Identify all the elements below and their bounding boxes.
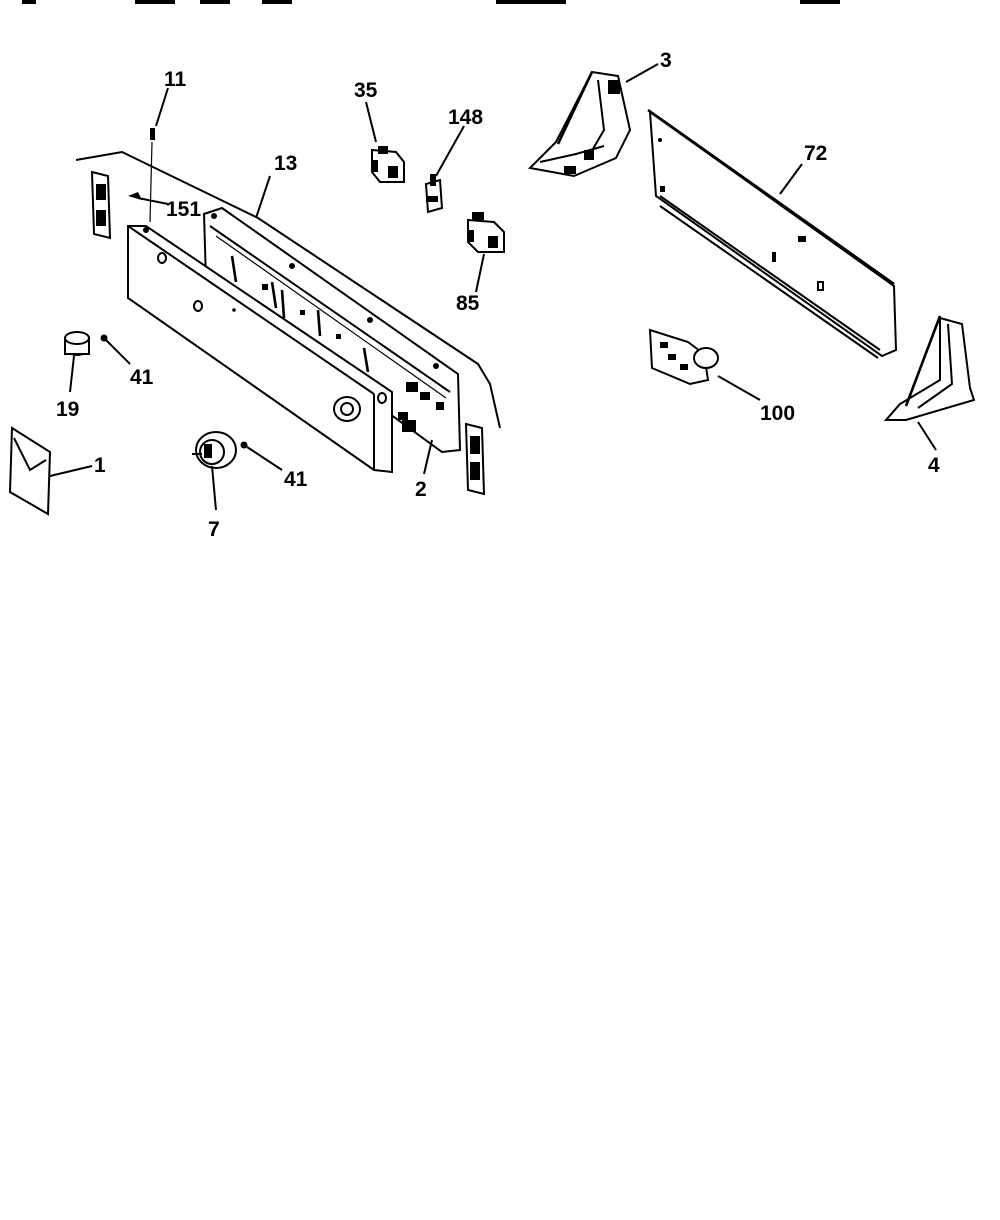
part-148-part <box>424 125 465 214</box>
console-housing-outline <box>75 150 501 496</box>
label-148: 148 <box>448 106 483 129</box>
part-labels: 1 2 3 4 7 11 13 19 35 41 41 72 85 100 14… <box>56 49 940 541</box>
label-11: 11 <box>164 68 187 91</box>
part-41-clip-right <box>240 441 283 471</box>
part-19-knob <box>64 331 90 393</box>
label-85: 85 <box>456 292 480 315</box>
part-35-switch <box>365 101 405 183</box>
part-4-end-cap <box>883 315 976 451</box>
label-4: 4 <box>928 454 940 477</box>
front-console-panel <box>127 225 393 474</box>
label-35: 35 <box>354 79 378 102</box>
label-41-left: 41 <box>130 366 154 389</box>
label-41-right: 41 <box>284 468 308 491</box>
label-100: 100 <box>760 402 795 425</box>
part-1-instruction-sheet <box>8 426 93 516</box>
part-72-rear-panel <box>647 108 898 359</box>
part-3-end-cap <box>527 63 659 178</box>
label-7: 7 <box>208 518 220 541</box>
label-13: 13 <box>274 152 297 175</box>
part-41-clip-left <box>100 334 131 365</box>
part-151-clip <box>128 192 169 205</box>
part-2-bracket <box>398 412 433 475</box>
label-72: 72 <box>804 142 827 165</box>
label-19: 19 <box>56 398 79 421</box>
top-edge-marks <box>22 0 840 4</box>
part-100-timer <box>648 328 761 401</box>
part-7-timer-knob <box>192 431 237 511</box>
label-1: 1 <box>94 454 106 477</box>
part-11-screw <box>149 87 169 223</box>
label-2: 2 <box>415 478 427 501</box>
label-3: 3 <box>660 49 672 72</box>
part-85-switch <box>467 212 505 293</box>
label-151: 151 <box>166 198 201 221</box>
